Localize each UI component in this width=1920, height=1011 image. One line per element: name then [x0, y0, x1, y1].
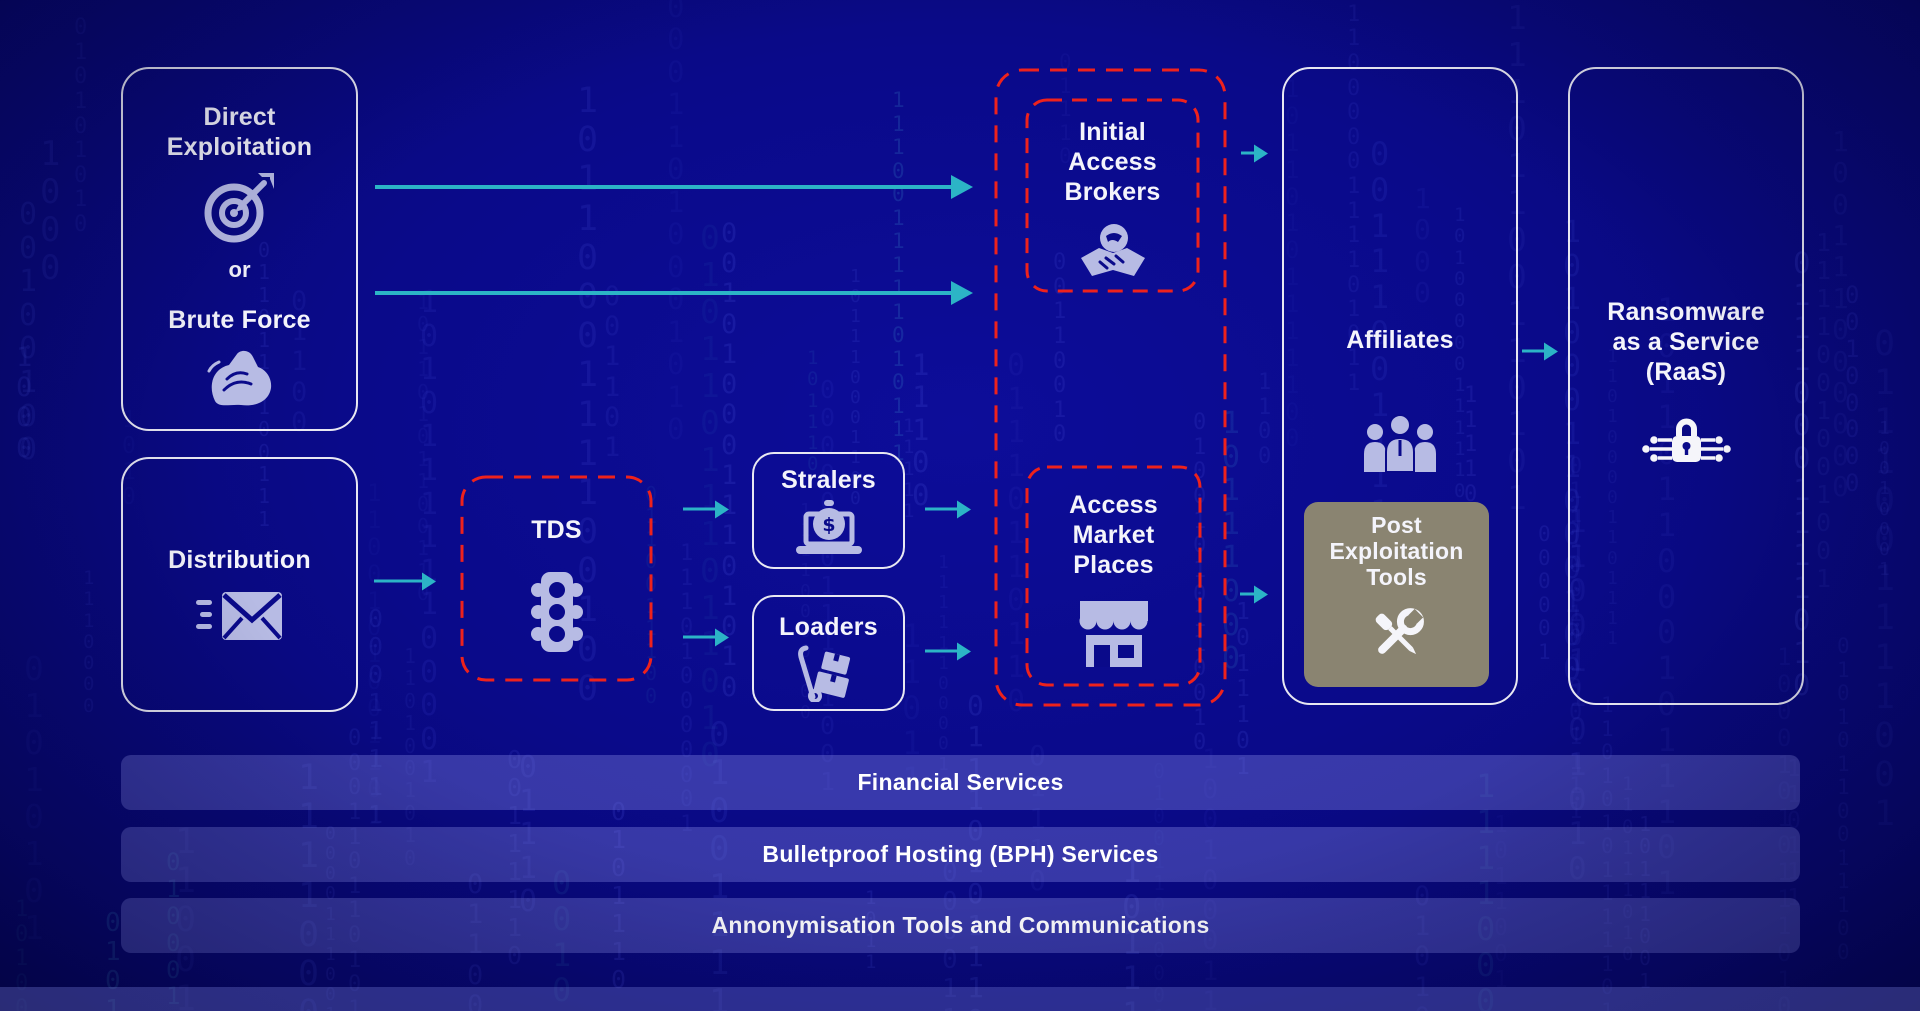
annonymisation-label: Annonymisation Tools and Communications [711, 912, 1210, 938]
target-dart-icon [204, 173, 274, 243]
affiliates-label: Affiliates [1346, 326, 1454, 354]
layer-bar-bph-services: Bulletproof Hosting (BPH) Services [121, 827, 1800, 882]
tds-label: TDS [531, 516, 582, 544]
post-exploitation-tools-label: Post Exploitation Tools [1329, 512, 1464, 590]
arrow-tds-to-loaders [683, 635, 715, 639]
flexed-bicep-icon [207, 350, 271, 406]
loaders-label: Loaders [779, 613, 878, 641]
node-distribution: Distribution [121, 457, 358, 712]
node-raas: Ransomware as a Service (RaaS) [1568, 67, 1804, 705]
distribution-label: Distribution [168, 546, 311, 574]
handshake-money-icon [1080, 224, 1145, 276]
arrow-tds-to-stralers [683, 507, 715, 511]
arrow-bruteforce-to-brokers [375, 291, 951, 295]
access-sales-group-outline [994, 68, 1227, 707]
people-group-icon [1364, 414, 1436, 473]
laptop-money-bag-icon: $ [795, 500, 862, 554]
arrow-exploitation-to-brokers [375, 185, 951, 189]
node-affiliates: Affiliates Post Exploitation Tools [1282, 67, 1518, 705]
arrow-markets-to-affiliates [1240, 592, 1254, 596]
node-post-exploitation-tools: Post Exploitation Tools [1304, 502, 1489, 687]
stralers-label: Stralers [781, 466, 876, 494]
svg-text:$: $ [822, 514, 835, 536]
node-loaders: Loaders [752, 595, 905, 711]
initial-access-brokers-label: Initial Access Brokers [1064, 118, 1161, 206]
financial-services-label: Financial Services [857, 769, 1064, 795]
arrow-stralers-to-markets [925, 507, 957, 511]
node-stralers: Stralers $ [752, 452, 905, 569]
node-amp-outline [1025, 465, 1202, 687]
storefront-icon [1079, 601, 1148, 667]
node-tds-outline [460, 475, 653, 682]
arrow-loaders-to-markets [925, 649, 957, 653]
circuit-padlock-icon [1642, 418, 1731, 462]
bph-services-label: Bulletproof Hosting (BPH) Services [762, 841, 1159, 867]
hand-truck-boxes-icon [797, 645, 850, 702]
node-tds: TDS [460, 475, 653, 682]
raas-label: Ransomware as a Service (RaaS) [1607, 298, 1765, 386]
node-direct-exploitation: Direct Exploitation or Brute Force [121, 67, 358, 431]
arrow-distribution-to-tds [374, 579, 422, 583]
direct-exploitation-label: Direct Exploitation [166, 103, 313, 161]
background-bottom-band [0, 987, 1920, 1011]
access-market-places-label: Access Market Places [1069, 491, 1158, 579]
crossed-tools-icon [1375, 608, 1424, 655]
arrow-brokers-to-affiliates [1241, 151, 1254, 155]
node-initial-access-brokers: Initial Access Brokers [1025, 98, 1200, 293]
brute-force-label: Brute Force [168, 306, 311, 334]
arrow-affiliates-to-raas [1522, 349, 1544, 353]
or-label: or [228, 257, 251, 282]
node-access-market-places: Access Market Places [1025, 465, 1202, 687]
layer-bar-annonymisation: Annonymisation Tools and Communications [121, 898, 1800, 953]
node-iab-outline [1025, 98, 1200, 293]
layer-bar-financial-services: Financial Services [121, 755, 1800, 810]
send-email-icon [195, 592, 282, 640]
traffic-light-icon [530, 572, 583, 652]
